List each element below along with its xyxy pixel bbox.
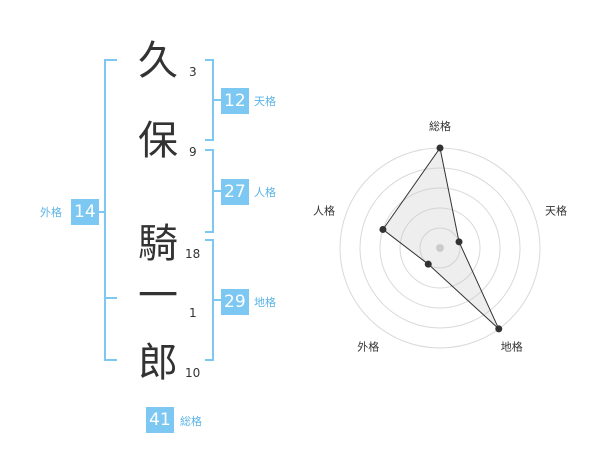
radar-axis-label: 総格 (429, 119, 451, 133)
soukaku-badge: 41 (146, 407, 174, 433)
radar-center (436, 244, 444, 252)
radar-ring (399, 207, 481, 289)
radar-point (455, 238, 463, 246)
radar-ring (359, 167, 521, 329)
gaikaku-label: 外格 (40, 206, 62, 219)
soukaku-label: 総格 (180, 415, 202, 428)
radar-ring (419, 227, 461, 269)
tenkaku-badge: 12 (221, 88, 249, 114)
radar-point (495, 325, 503, 333)
chikaku-bracket (205, 239, 214, 361)
stroke-count-3: 18 (185, 247, 201, 261)
radar-rings (339, 147, 541, 349)
radar-ring (379, 187, 501, 309)
name-char-5: 郎 (138, 340, 178, 386)
jinkaku-badge: 27 (221, 179, 249, 205)
tenkaku-label: 天格 (254, 95, 276, 108)
radar-axis-label: 天格 (545, 203, 567, 217)
radar-area (382, 146, 500, 330)
name-char-4: 一 (138, 273, 178, 319)
stroke-count-1: 3 (189, 65, 197, 79)
chikaku-badge: 29 (221, 289, 249, 315)
radar-axis-label: 人格 (313, 203, 335, 217)
gaikaku-badge: 14 (71, 199, 99, 225)
name-char-3: 騎 (138, 221, 178, 267)
gaikaku-bracket (104, 59, 117, 361)
radar-point (424, 260, 432, 268)
radar-point (436, 144, 444, 152)
stroke-count-5: 10 (185, 366, 201, 380)
name-char-2: 保 (138, 118, 178, 164)
stroke-count-2: 9 (189, 145, 197, 159)
radar-axis-label: 地格 (501, 340, 523, 354)
name-char-1: 久 (138, 38, 178, 84)
stroke-count-4: 1 (189, 306, 197, 320)
radar-point (379, 225, 387, 233)
chikaku-label: 地格 (254, 296, 276, 309)
radar-points (379, 144, 503, 333)
name-brackets (97, 59, 221, 361)
jinkaku-label: 人格 (254, 186, 276, 199)
tenkaku-bracket (205, 59, 214, 141)
jinkaku-bracket (205, 149, 214, 233)
radar-axis-label: 外格 (357, 340, 379, 354)
